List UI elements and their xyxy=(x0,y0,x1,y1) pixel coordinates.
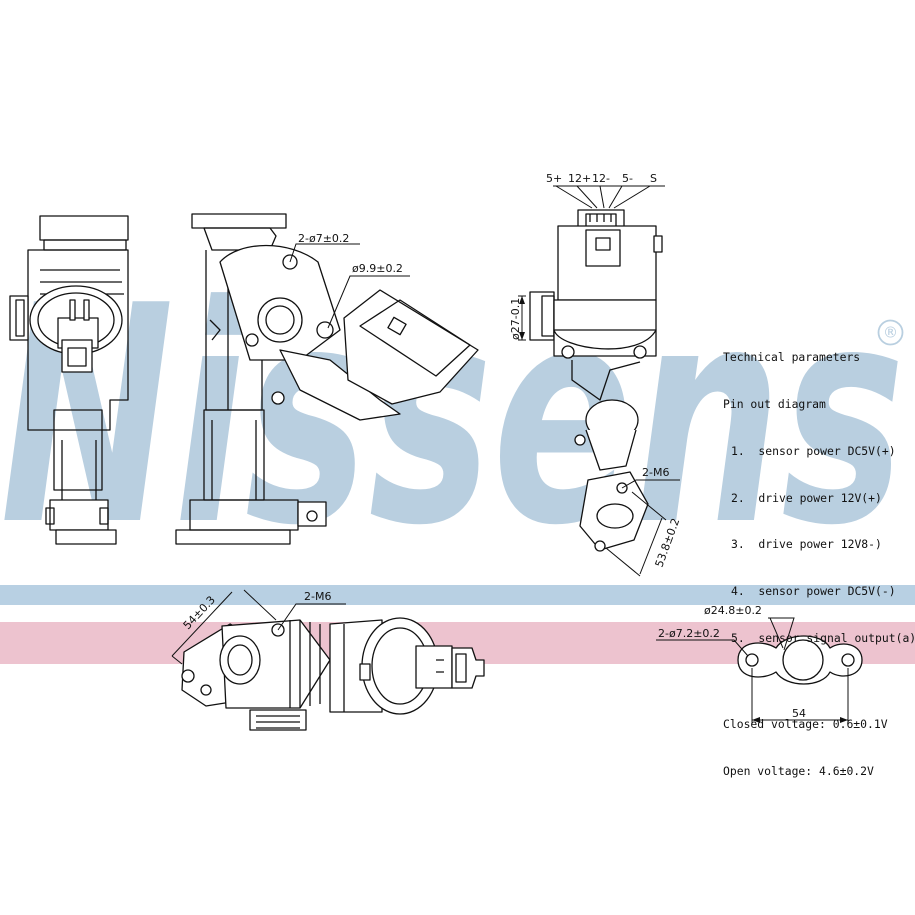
label-gasket-spacing: 54 xyxy=(792,707,806,720)
label-side-bolt: 2-M6 xyxy=(642,466,669,479)
label-bottom-bolt: 2-M6 xyxy=(304,590,331,603)
bottom-view-drawing xyxy=(181,617,485,731)
watermark-logo: Nissens xyxy=(0,242,905,591)
label-gasket-bore: ø24.8±0.2 xyxy=(704,604,762,617)
label-side-body: ø27-0.1 xyxy=(509,298,522,340)
pin-item-3: 3. drive power 12V8-) xyxy=(731,537,882,552)
gasket-drawing xyxy=(737,635,863,685)
label-gasket-holes: 2-ø7.2±0.2 xyxy=(658,627,720,640)
dimension-arrows xyxy=(519,296,848,723)
pin-label-12minus: 12- xyxy=(592,172,610,185)
pin-label-12plus: 12+ xyxy=(568,172,591,185)
spacer xyxy=(723,678,915,686)
technical-parameters: Technical parameters Pin out diagram 1. … xyxy=(723,319,915,795)
front-view-drawing xyxy=(9,215,129,545)
end-view-drawing xyxy=(529,209,663,552)
dimension-lines xyxy=(171,185,849,724)
pin-label-5plus: 5+ xyxy=(546,172,562,185)
side-view-drawing xyxy=(175,213,479,545)
closed-voltage: Closed voltage: 0.6±0.1V xyxy=(723,716,888,731)
tech-subtitle: Pin out diagram xyxy=(723,396,826,411)
registered-mark-icon: ® xyxy=(877,319,904,346)
pin-label-s: S xyxy=(650,172,657,185)
pin-item-1: 1. sensor power DC5V(+) xyxy=(731,443,896,458)
tech-title: Technical parameters xyxy=(723,350,861,365)
open-voltage: Open voltage: 4.6±0.2V xyxy=(723,763,874,778)
pin-label-5minus: 5- xyxy=(622,172,633,185)
registered-mark-text: ® xyxy=(883,324,898,342)
pin-item-2: 2. drive power 12V(+) xyxy=(731,490,882,505)
blue-band xyxy=(0,585,915,605)
pin-item-4: 4. sensor power DC5V(-) xyxy=(731,584,896,599)
label-front-port: ø9.9±0.2 xyxy=(352,262,403,275)
label-front-mount-holes: 2-ø7±0.2 xyxy=(298,232,349,245)
pin-item-5: 5. sensor signal output(a) xyxy=(731,630,915,645)
